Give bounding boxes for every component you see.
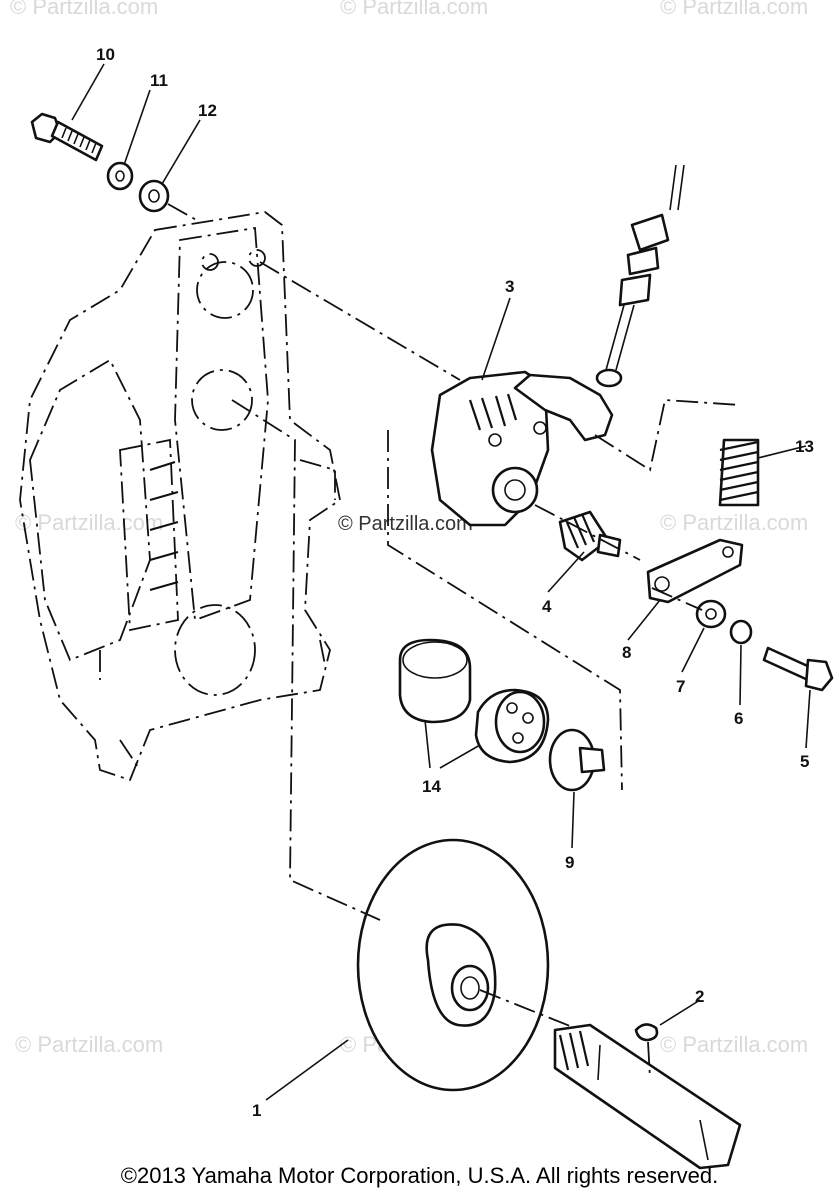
label-9: 9: [565, 853, 574, 872]
label-11: 11: [150, 71, 168, 90]
part-7-washer: [695, 599, 727, 629]
label-5: 5: [800, 752, 809, 771]
watermark: © Partzilla.com: [15, 1032, 163, 1057]
label-8: 8: [622, 643, 631, 662]
part-13-spring: [718, 438, 760, 507]
label-4: 4: [542, 597, 552, 616]
part-10-bolt: [30, 112, 104, 162]
shaft: [553, 1023, 742, 1170]
label-1: 1: [252, 1101, 261, 1120]
label-13: 13: [795, 437, 814, 456]
label-10: 10: [96, 45, 115, 64]
assembly-line: [534, 504, 703, 611]
label-2: 2: [695, 987, 704, 1006]
copyright-notice: ©2013 Yamaha Motor Corporation, U.S.A. A…: [120, 1163, 719, 1188]
housing-outline: [19, 211, 342, 782]
part-2-key: [634, 1023, 659, 1042]
label-3: 3: [505, 277, 514, 296]
assembly-line: [594, 399, 741, 472]
callout-labels: 10 11 12 3 13 4 8 7 6 5 14 9 2 1: [96, 45, 814, 1120]
part-14-cup-set: [398, 638, 550, 764]
label-14: 14: [422, 777, 441, 796]
watermark-center: © Partzilla.com: [338, 513, 473, 535]
label-7: 7: [676, 677, 685, 696]
part-1-sheave: [356, 838, 550, 1092]
part-3-bracket: [430, 370, 614, 527]
watermark: © Partzilla.com: [15, 510, 163, 535]
part-9-shaft-disc: [548, 728, 606, 792]
watermark: © Partzilla.com: [660, 0, 808, 19]
control-cable: [595, 164, 685, 388]
label-6: 6: [734, 709, 743, 728]
part-8-lever: [646, 538, 744, 604]
assembly-line: [167, 203, 201, 223]
watermark-layer: © Partzilla.com © Partzilla.com © Partzi…: [10, 0, 808, 1057]
assembly-line: [259, 261, 461, 381]
leader-lines: [71, 63, 811, 1101]
watermark: © Partzilla.com: [660, 1032, 808, 1057]
watermark: © Partzilla.com: [10, 0, 158, 19]
assembly-line: [647, 1041, 651, 1079]
watermark: © Partzilla.com: [660, 510, 808, 535]
watermark: © Partzilla.com: [340, 0, 488, 19]
part-4-drive-gear: [558, 510, 622, 562]
part-12-washer: [138, 179, 170, 213]
part-5-bolt: [762, 646, 834, 692]
assembly-line: [387, 430, 623, 791]
label-12: 12: [198, 101, 217, 120]
part-6-lock-washer: [729, 619, 753, 645]
part-11-lock-washer: [106, 161, 134, 191]
assembly-line: [479, 989, 581, 1031]
assembly-line: [231, 399, 381, 921]
